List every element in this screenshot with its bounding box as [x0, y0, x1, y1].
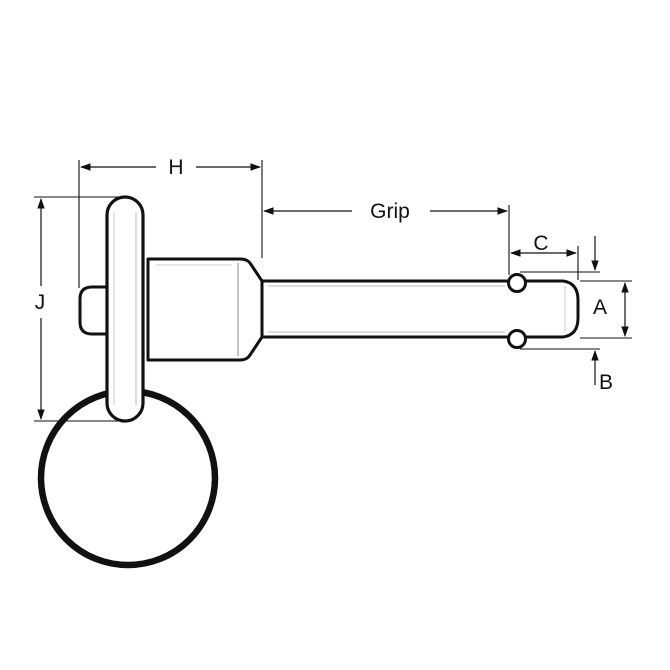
pin-shaft [260, 279, 580, 339]
dimension-j: J [34, 196, 122, 422]
label-c: C [533, 232, 548, 255]
label-b: B [599, 371, 613, 394]
pin-handle [105, 195, 145, 423]
plunger-button [78, 285, 112, 336]
dimension-h: H [78, 156, 263, 288]
locking-ball-top [507, 273, 527, 293]
locking-ball-bottom [507, 329, 527, 349]
dimension-a: A [580, 280, 632, 339]
label-grip: Grip [370, 200, 410, 223]
dimension-grip: Grip [262, 200, 510, 275]
label-a: A [593, 296, 607, 319]
pin-body [146, 257, 264, 362]
label-j: J [35, 291, 46, 314]
dimension-b: B [520, 236, 613, 394]
label-h: H [168, 156, 183, 179]
dimension-c: C [509, 232, 579, 280]
